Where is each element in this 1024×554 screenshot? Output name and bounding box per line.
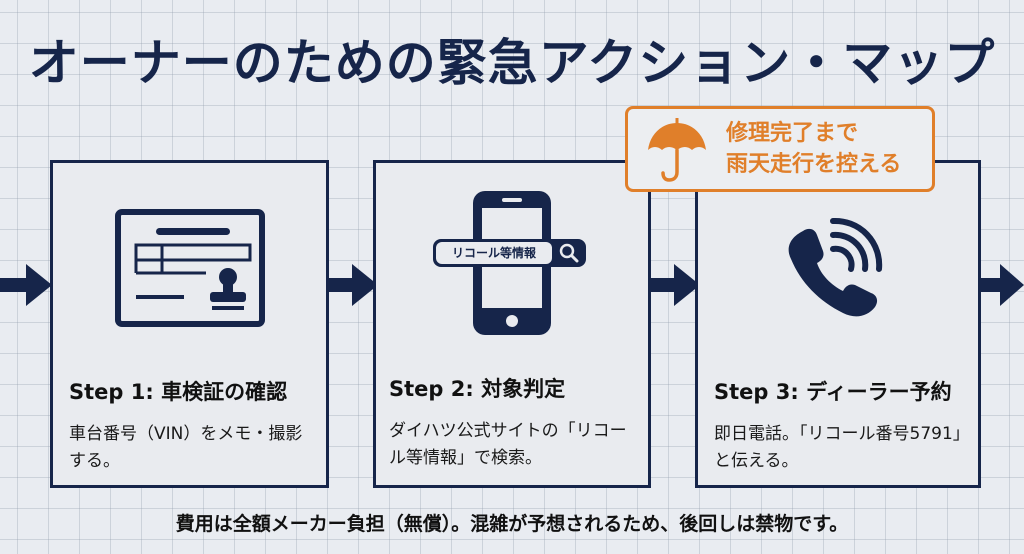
umbrella-icon [648,118,706,182]
step-description: 即日電話。「リコール番号5791」と伝える。 [714,424,962,471]
flow-arrow-out [978,264,1024,306]
vehicle-certificate-icon [114,209,265,327]
recall-search-bar: リコール等情報 [433,239,586,267]
phone-call-icon [788,217,883,317]
step-card-2-text: Step 2: 対象判定 ダイハツ公式サイトの「リコール等情報」で検索。 [373,160,651,488]
search-icon [559,243,579,263]
rain-warning-callout: 修理完了まで 雨天走行を控える [625,106,935,192]
step-title: Step 2: 対象判定 [389,377,566,401]
flow-arrow-in [0,264,52,306]
step-card-3: Step 3: ディーラー予約 即日電話。「リコール番号5791」と伝える。 [695,160,981,488]
flow-arrow-1-2 [326,264,378,306]
step-description: 車台番号（VIN）をメモ・撮影する。 [69,424,303,471]
step-title: Step 1: 車検証の確認 [69,380,288,404]
page-title: オーナーのための緊急アクション・マップ [28,34,996,92]
callout-line-1: 修理完了まで [726,121,859,146]
callout-line-2: 雨天走行を控える [726,152,902,177]
search-field-text: リコール等情報 [436,242,552,264]
footer-note: 費用は全額メーカー負担（無償）。混雑が予想されるため、後回しは禁物です。 [175,513,849,535]
flow-arrow-2-3 [648,264,700,306]
step-title: Step 3: ディーラー予約 [714,380,952,404]
step-description: ダイハツ公式サイトの「リコール等情報」で検索。 [389,421,627,468]
step-card-1: Step 1: 車検証の確認 車台番号（VIN）をメモ・撮影する。 [50,160,329,488]
callout-text: 修理完了まで 雨天走行を控える [726,118,901,180]
